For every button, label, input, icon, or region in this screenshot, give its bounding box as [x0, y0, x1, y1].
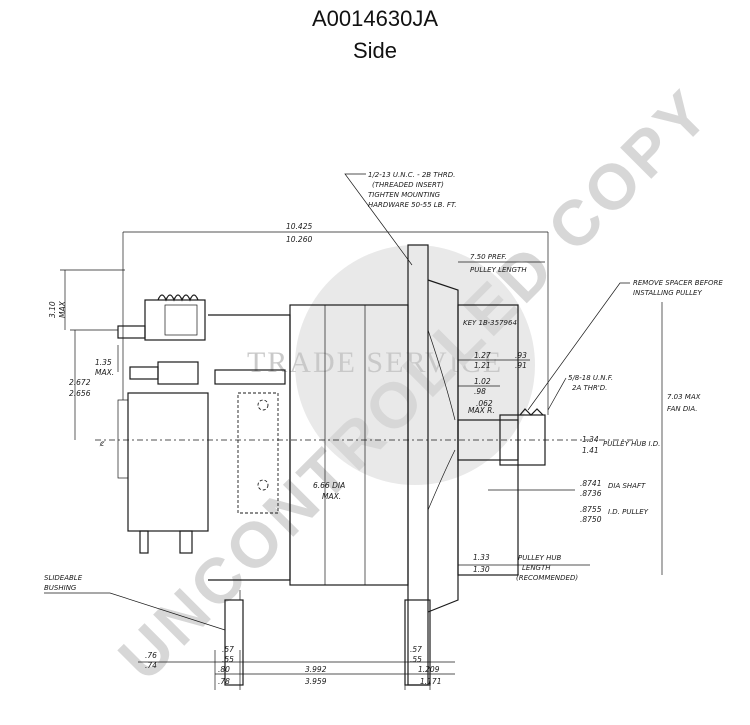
svg-text:DIA SHAFT: DIA SHAFT	[608, 482, 646, 490]
svg-text:.91: .91	[515, 361, 527, 370]
mounting-callout: 1/2-13 U.N.C. - 2B THRD. (THREADED INSER…	[344, 171, 457, 266]
svg-text:LENGTH: LENGTH	[522, 564, 551, 572]
svg-text:.93: .93	[515, 351, 527, 360]
watermark-center-text: TRADE SERVICE	[247, 346, 503, 379]
svg-text:INSTALLING PULLEY: INSTALLING PULLEY	[633, 289, 702, 297]
svg-text:MAX.: MAX.	[95, 368, 114, 377]
alternator-body	[117, 244, 546, 686]
svg-text:1.41: 1.41	[582, 446, 599, 455]
svg-text:1/2-13 U.N.C. - 2B THRD.: 1/2-13 U.N.C. - 2B THRD.	[368, 171, 455, 179]
svg-text:7.03 MAX: 7.03 MAX	[667, 393, 701, 401]
fan-diameter: 7.03 MAX FAN DIA.	[661, 302, 701, 575]
svg-text:.55: .55	[410, 655, 422, 664]
svg-text:3.992: 3.992	[305, 665, 327, 674]
svg-text:MAX R.: MAX R.	[468, 406, 495, 415]
spacer-callout: REMOVE SPACER BEFORE INSTALLING PULLEY	[527, 279, 723, 411]
svg-text:.8755: .8755	[580, 505, 602, 514]
svg-text:2.656: 2.656	[69, 389, 91, 398]
svg-text:.8750: .8750	[580, 515, 602, 524]
svg-text:MAX: MAX	[58, 300, 67, 318]
pulley-hub-id: 1.34 1.41 PULLEY HUB I.D.	[582, 435, 660, 455]
shaft-diameter: .8741 .8736 DIA SHAFT .8755 .8750 I.D. P…	[488, 479, 649, 524]
svg-text:1.209: 1.209	[418, 665, 440, 674]
key-note: KEY 1B-357964	[463, 319, 517, 327]
svg-text:FAN DIA.: FAN DIA.	[667, 405, 697, 413]
svg-text:PULLEY LENGTH: PULLEY LENGTH	[470, 266, 527, 274]
pulley-length-dimension: 7.50 PREF. PULLEY LENGTH	[458, 253, 545, 274]
body-diameter-2: MAX.	[322, 492, 341, 501]
svg-text:1.02: 1.02	[474, 377, 491, 386]
svg-text:2A THR'D.: 2A THR'D.	[572, 384, 607, 392]
svg-text:SLIDEABLE: SLIDEABLE	[44, 574, 83, 582]
view-title: Side	[352, 38, 398, 63]
svg-text:PULLEY HUB: PULLEY HUB	[518, 554, 561, 562]
svg-text:(THREADED INSERT): (THREADED INSERT)	[372, 181, 444, 189]
svg-text:.55: .55	[222, 655, 234, 664]
shaft-dimensions: 1.27 1.21 .93 .91 1.02 .98 .062 MAX R.	[458, 351, 530, 415]
svg-text:1.27: 1.27	[474, 351, 491, 360]
svg-text:I.D. PULLEY: I.D. PULLEY	[608, 508, 649, 516]
svg-text:1.33: 1.33	[473, 553, 490, 562]
left-dimensions: 3.10 MAX 1.35 MAX. 2.672 2.656	[48, 269, 125, 440]
overall-length-min: 10.260	[286, 235, 312, 244]
svg-text:.8741: .8741	[580, 479, 601, 488]
overall-length-max: 10.425	[286, 222, 312, 231]
overall-length-dimension: 10.425 10.260	[122, 222, 549, 415]
svg-text:.062: .062	[476, 399, 493, 408]
svg-text:.8736: .8736	[580, 489, 602, 498]
svg-text:3.10: 3.10	[48, 301, 57, 318]
svg-text:PULLEY HUB I.D.: PULLEY HUB I.D.	[603, 440, 660, 448]
svg-text:.80: .80	[218, 665, 230, 674]
svg-text:REMOVE SPACER BEFORE: REMOVE SPACER BEFORE	[633, 279, 723, 287]
svg-text:7.50 PREF.: 7.50 PREF.	[470, 253, 507, 261]
part-number-title: A0014630JA	[312, 6, 438, 31]
slideable-bushing-callout: SLIDEABLE BUSHING	[44, 574, 226, 631]
svg-text:.98: .98	[474, 387, 486, 396]
centerline-symbol: ȼ	[99, 439, 105, 448]
svg-text:BUSHING: BUSHING	[44, 584, 77, 592]
svg-text:2.672: 2.672	[69, 378, 91, 387]
svg-text:1.34: 1.34	[582, 435, 599, 444]
svg-text:1.21: 1.21	[474, 361, 491, 370]
svg-text:.78: .78	[218, 677, 230, 686]
bottom-dimensions: .76 .74 .57 .55 .80 .78 3.992 3.959 .57 …	[138, 645, 455, 690]
pulley-hub-length: 1.33 1.30 PULLEY HUB LENGTH (RECOMMENDED…	[458, 553, 590, 582]
svg-text:1.171: 1.171	[420, 677, 441, 686]
svg-text:HARDWARE 50-55 LB. FT.: HARDWARE 50-55 LB. FT.	[368, 201, 457, 209]
svg-text:3.959: 3.959	[305, 677, 327, 686]
body-diameter-1: 6.66 DIA	[313, 481, 345, 490]
svg-text:.74: .74	[145, 661, 157, 670]
svg-text:1.30: 1.30	[473, 565, 490, 574]
svg-text:.57: .57	[222, 645, 234, 654]
thread-callout: 5/8-18 U.N.F. 2A THR'D.	[547, 374, 613, 411]
svg-text:TIGHTEN MOUNTING: TIGHTEN MOUNTING	[368, 191, 441, 199]
svg-text:.57: .57	[410, 645, 422, 654]
svg-text:1.35: 1.35	[95, 358, 112, 367]
svg-text:.76: .76	[145, 651, 157, 660]
svg-text:5/8-18 U.N.F.: 5/8-18 U.N.F.	[568, 374, 613, 382]
svg-text:(RECOMMENDED): (RECOMMENDED)	[516, 574, 578, 582]
